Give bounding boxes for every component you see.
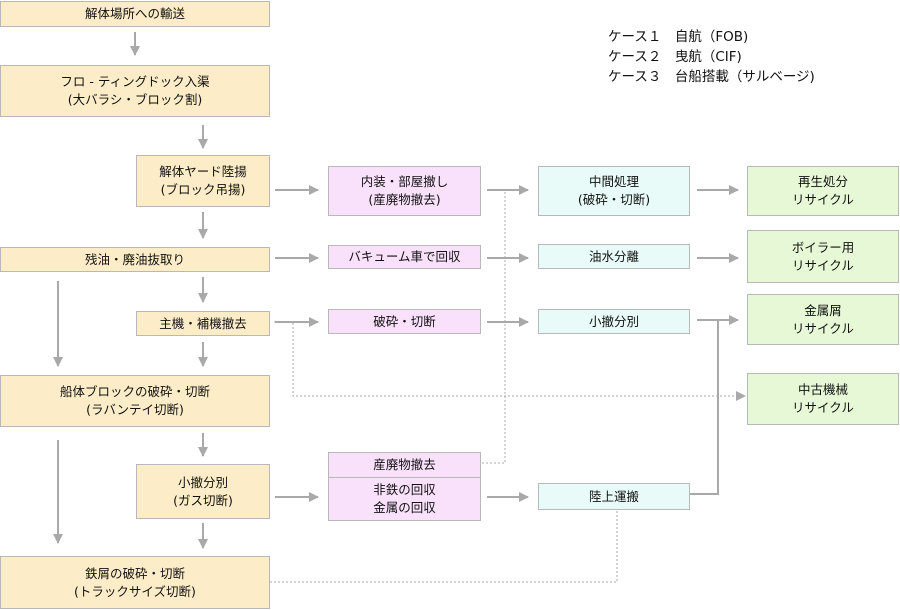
node-interior-removal-line2: (産廃物撤去): [368, 192, 441, 207]
node-dock-entry: フロ - ティングドック入渠 (大バラシ・ブロック割): [0, 65, 270, 117]
node-hull-break: 船体ブロックの破砕・切断 (ラバンテイ切断): [0, 375, 270, 427]
legend-case-2: ケース２ 曳航（CIF): [608, 49, 742, 65]
legend-case-1: ケース１ 自航（FOB): [608, 29, 749, 45]
node-recycle-regen-line2: リサイクル: [792, 192, 854, 207]
node-nonferrous-line1: 非鉄の回収: [373, 482, 436, 497]
dotted-scrap-to-land: [270, 511, 618, 583]
node-small-cut-line1: 小撤分別: [177, 474, 228, 490]
dotted-engine-to-used: [274, 321, 736, 397]
node-mid-process-line2: (破砕・切断): [577, 192, 651, 207]
connector-land-to-metal: [690, 320, 719, 495]
node-transport: 解体場所への輸送: [0, 1, 270, 27]
dotted-waste-to-mid: [482, 190, 506, 464]
node-yard-lift: 解体ヤード陸揚 (ブロック吊揚): [136, 155, 270, 207]
arrowhead-used-recycle: [736, 391, 746, 401]
node-scrap-cut-line2: (トラックサイズ切断): [74, 583, 196, 599]
node-dock-entry-line1: フロ - ティングドック入渠: [60, 74, 210, 89]
node-recycle-used-line1: 中古機械: [797, 382, 848, 397]
node-recycle-boiler-line2: リサイクル: [792, 257, 854, 273]
node-dock-entry-line2: (大バラシ・ブロック割): [67, 92, 203, 107]
node-crush-cut: 破砕・切断: [328, 309, 481, 334]
node-oil-removal-label: 残油・廃油抜取り: [84, 251, 185, 267]
node-transport-label: 解体場所への輸送: [84, 6, 185, 21]
node-land-transport-label: 陸上運搬: [588, 488, 639, 504]
node-recycle-regen: 再生処分 リサイクル: [747, 166, 899, 216]
node-oil-removal: 残油・廃油抜取り: [0, 247, 270, 272]
node-recycle-used-line2: リサイクル: [792, 400, 854, 415]
node-recycle-metal: 金属屑 リサイクル: [747, 294, 899, 345]
case-legend: ケース１ 自航（FOB) ケース２ 曳航（CIF) ケース３ 台船搭載（サルベー…: [608, 27, 815, 87]
node-recycle-boiler-line1: ボイラー用: [791, 239, 855, 255]
node-oil-separation: 油水分離: [538, 244, 690, 269]
node-small-cut: 小撤分別 (ガス切断): [136, 464, 270, 519]
node-crush-cut-label: 破砕・切断: [373, 313, 436, 329]
node-small-cut-line2: (ガス切断): [173, 492, 233, 508]
node-yard-lift-line1: 解体ヤード陸揚: [159, 164, 247, 179]
node-nonferrous-line2: 金属の回収: [373, 500, 436, 515]
node-recycle-metal-line1: 金属屑: [804, 302, 842, 318]
node-waste-removal-label: 産廃物撤去: [373, 457, 436, 472]
node-engine-removal-label: 主機・補機撤去: [159, 315, 247, 331]
node-recycle-regen-line1: 再生処分: [797, 174, 848, 189]
node-oil-separation-label: 油水分離: [588, 248, 639, 264]
node-vacuum-collect: バキューム車で回収: [328, 245, 481, 269]
node-mid-process: 中間処理 (破砕・切断): [538, 166, 690, 216]
node-recycle-used-machine: 中古機械 リサイクル: [747, 373, 899, 425]
node-interior-removal: 内装・部屋撤し (産廃物撤去): [328, 166, 481, 216]
node-small-sort: 小撤分別: [538, 309, 690, 334]
node-vacuum-collect-label: バキューム車で回収: [348, 249, 461, 264]
node-hull-break-line1: 船体ブロックの破砕・切断: [59, 384, 210, 399]
node-hull-break-line2: (ラバンテイ切断): [86, 402, 184, 417]
legend-case-3: ケース３ 台船搭載（サルベージ): [608, 69, 815, 85]
node-land-transport: 陸上運搬: [538, 483, 690, 510]
node-recycle-metal-line2: リサイクル: [792, 320, 854, 336]
node-mid-process-line1: 中間処理: [588, 174, 639, 189]
node-yard-lift-line2: (ブロック吊揚): [160, 182, 246, 197]
node-small-sort-label: 小撤分別: [588, 313, 639, 329]
node-interior-removal-line1: 内装・部屋撤し: [360, 174, 449, 189]
node-scrap-cut-line1: 鉄屑の破砕・切断: [84, 565, 185, 581]
node-scrap-cut: 鉄屑の破砕・切断 (トラックサイズ切断): [0, 556, 270, 609]
node-waste-removal: 産廃物撤去: [328, 452, 481, 478]
node-engine-removal: 主機・補機撤去: [136, 311, 270, 336]
node-nonferrous: 非鉄の回収 金属の回収: [328, 477, 481, 521]
node-recycle-boiler: ボイラー用 リサイクル: [747, 230, 899, 283]
